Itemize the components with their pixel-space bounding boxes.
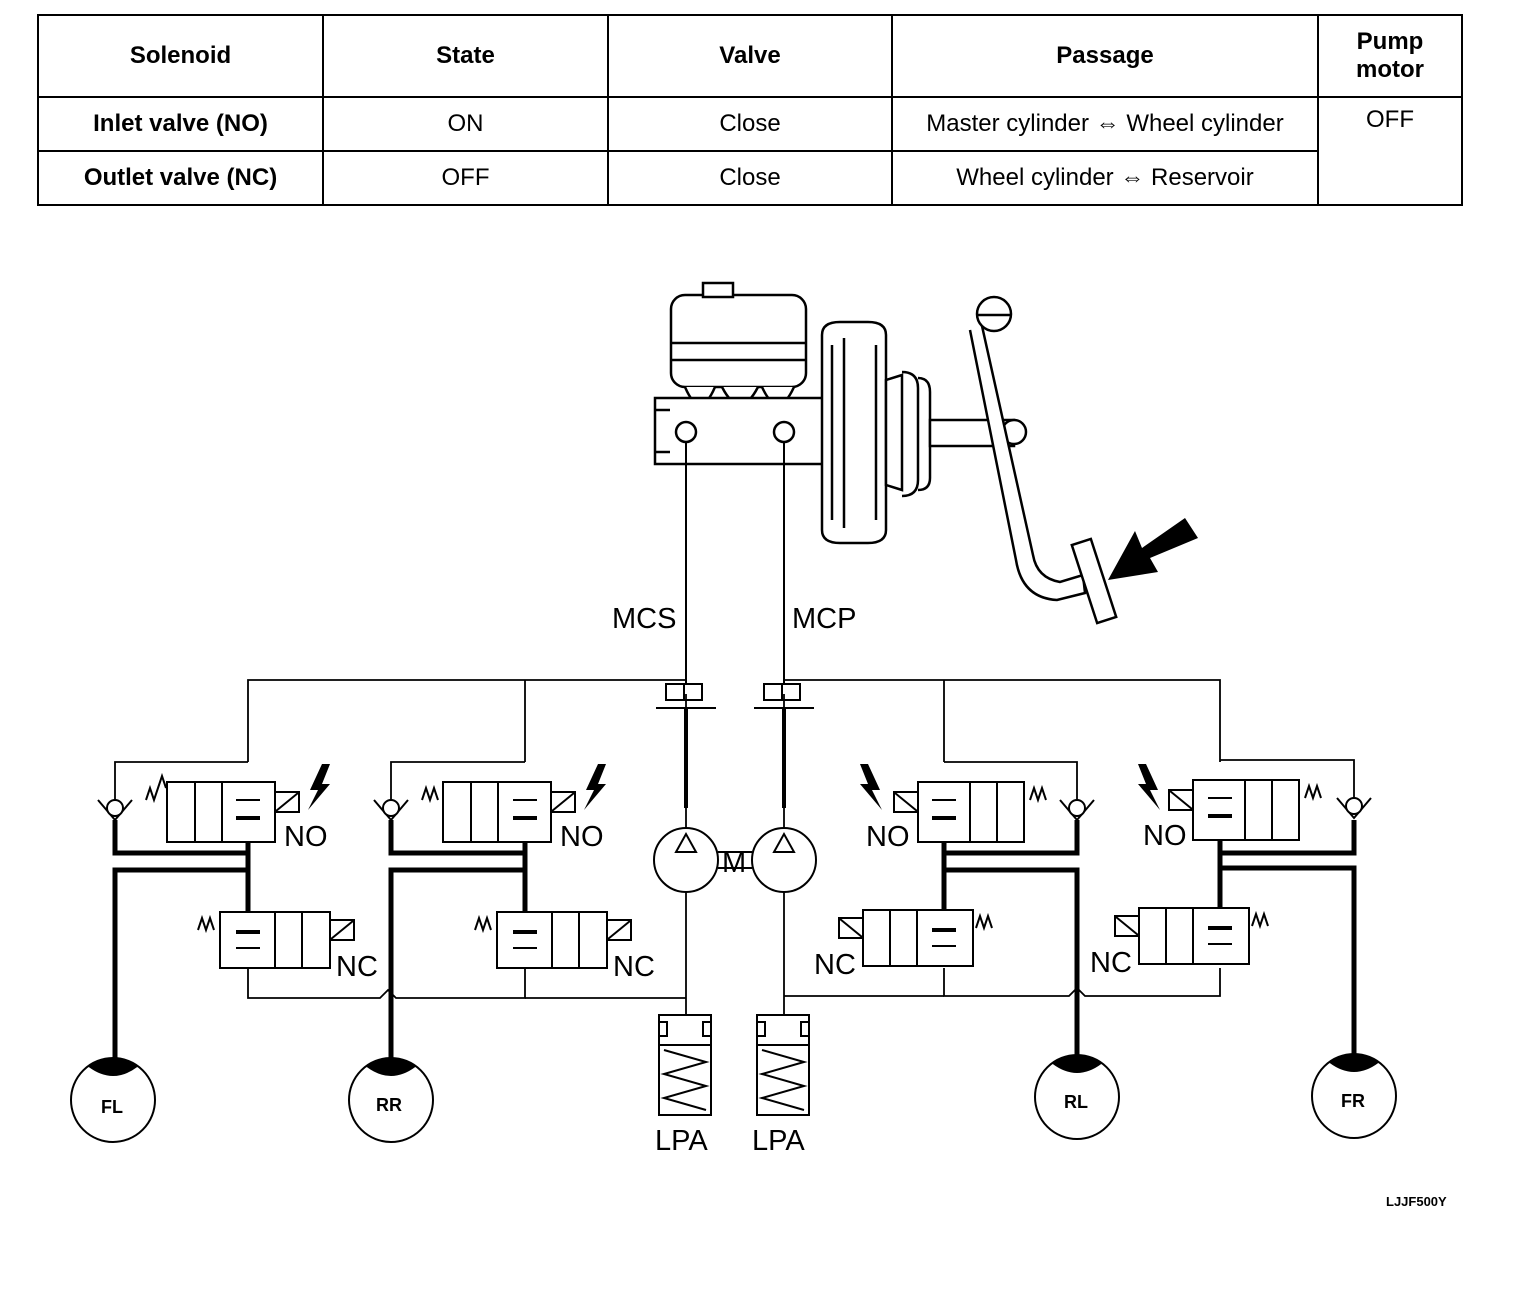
row-inlet-valve: Close (607, 96, 893, 152)
figure-code: LJJF500Y (1386, 1194, 1447, 1209)
solenoid-energized-icons (308, 764, 1160, 810)
pump-assembly (653, 827, 817, 893)
accumulators (658, 1014, 810, 1116)
master-lines (685, 442, 785, 684)
pump-motor-state: OFF (1317, 96, 1463, 206)
inlet-valve-rl (893, 781, 1047, 843)
outlet-valve-fl (197, 911, 355, 969)
pump-secondary (653, 827, 719, 893)
lightning-icon (584, 764, 606, 810)
row-outlet-solenoid: Outlet valve (NC) (37, 150, 324, 206)
row-outlet-state: OFF (322, 150, 609, 206)
lightning-icon (308, 764, 330, 810)
label-mcp: MCP (792, 603, 856, 635)
label-lpa-secondary: LPA (655, 1125, 708, 1157)
master-cylinder-assembly (653, 281, 1118, 625)
inlet-valve-rr (421, 781, 576, 843)
port-secondary (674, 420, 698, 444)
label-wheel-fr: FR (1341, 1091, 1365, 1111)
outlet-valve-rr (474, 911, 632, 969)
header-state: State (322, 14, 609, 98)
header-passage: Passage (891, 14, 1319, 98)
pump-primary (751, 827, 817, 893)
label-no-rl: NO (866, 821, 910, 853)
label-no-fr: NO (1143, 820, 1187, 852)
label-wheel-rl: RL (1064, 1092, 1088, 1112)
outlet-valve-fr (1114, 907, 1269, 965)
label-no-fl: NO (284, 821, 328, 853)
wheel-rr (348, 1057, 434, 1143)
wheel-rl (1034, 1054, 1120, 1140)
label-nc-fl: NC (336, 951, 378, 983)
line-fittings (656, 683, 814, 808)
reservoir-cap (701, 281, 735, 299)
table-row: Inlet valve (NO) ON Close Master cylinde… (37, 96, 1463, 206)
label-lpa-primary: LPA (752, 1125, 805, 1157)
label-nc-rr: NC (613, 951, 655, 983)
row-outlet-valve: Close (607, 150, 893, 206)
header-solenoid: Solenoid (37, 14, 324, 98)
pump-motor-label: M (722, 847, 746, 879)
brake-pedal (968, 307, 1087, 602)
label-mcs: MCS (612, 603, 676, 635)
accumulator-primary (756, 1014, 810, 1116)
row-outlet-passage: Wheel cylinder ⇔ Reservoir (891, 150, 1319, 206)
label-wheel-rr: RR (376, 1095, 402, 1115)
label-nc-fr: NC (1090, 947, 1132, 979)
inlet-valve-fr (1168, 779, 1322, 841)
pedal-pad (1070, 537, 1118, 625)
row-inlet-passage: Master cylinder ⇔ Wheel cylinder (891, 96, 1319, 152)
outlet-valve-rl (838, 909, 993, 967)
port-primary (772, 420, 796, 444)
label-nc-rl: NC (814, 949, 856, 981)
label-no-rr: NO (560, 821, 604, 853)
row-inlet-state: ON (322, 96, 609, 152)
check-valves (97, 797, 1372, 822)
inlet-valve-fl (145, 772, 300, 843)
brake-booster (820, 320, 888, 545)
accumulator-secondary (658, 1014, 712, 1116)
lightning-icon (860, 764, 882, 810)
table-row: Outlet valve (NC) OFF Close Wheel cylind… (37, 150, 1462, 206)
header-valve: Valve (607, 14, 893, 98)
wheel-fl (70, 1057, 156, 1143)
row-inlet-solenoid: Inlet valve (NO) (37, 96, 324, 152)
reservoir (669, 293, 808, 389)
wheel-fr (1311, 1053, 1397, 1139)
label-wheel-fl: FL (101, 1097, 123, 1117)
lightning-icon (1138, 764, 1160, 810)
booster-bellows (884, 370, 932, 498)
pedal-force-arrow-icon (1108, 518, 1198, 580)
